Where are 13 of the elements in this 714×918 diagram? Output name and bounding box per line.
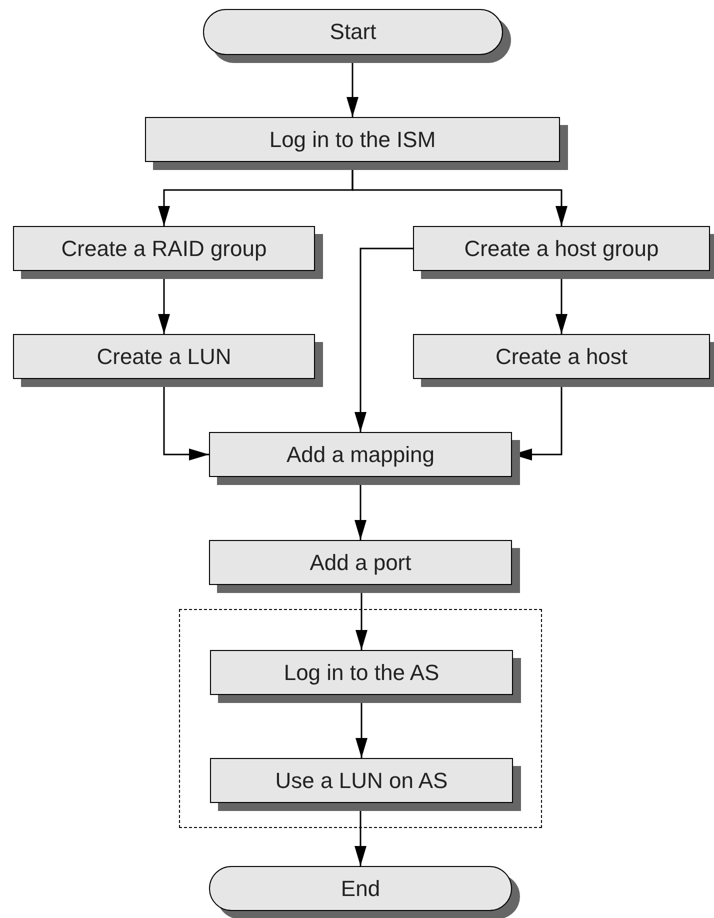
step-label: Add a mapping [286,442,434,468]
step-label: End [340,876,380,902]
dashed-group-box [179,609,542,828]
step-label: Create a RAID group [61,236,267,262]
step-label: Log in to the ISM [269,126,436,152]
step-label: Use a LUN on AS [275,768,448,794]
step-label: Log in to the AS [284,660,440,686]
step-label: Add a port [310,550,412,576]
step-label: Start [330,19,376,45]
step-label: Create a host [495,344,628,370]
step-label: Create a host group [464,236,659,262]
step-label: Create a LUN [96,344,232,370]
arrow [354,248,413,432]
